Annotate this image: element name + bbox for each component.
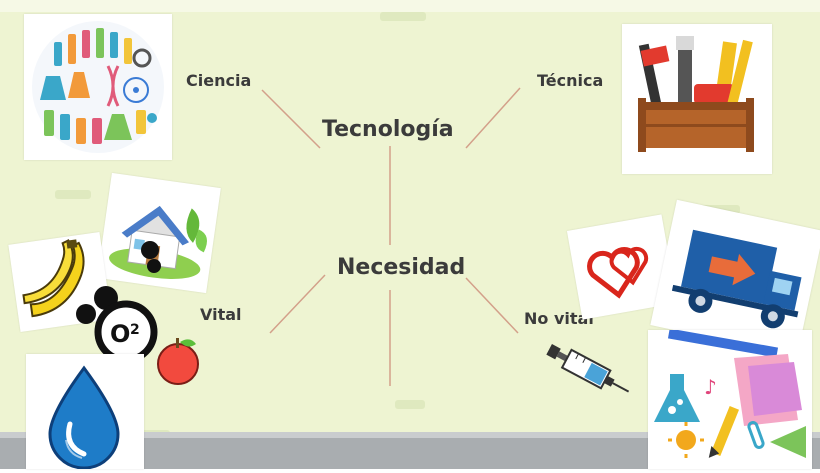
line-ciencia: [261, 89, 321, 149]
truck-icon: [671, 229, 802, 329]
branch-label-tecnica: Técnica: [537, 71, 604, 90]
science-card: [24, 14, 172, 160]
school-supplies-icon: ♪: [654, 328, 806, 458]
water-card: [26, 354, 144, 470]
svg-text:♪: ♪: [704, 375, 717, 399]
brick: [395, 400, 425, 409]
branch-label-vital: Vital: [200, 305, 242, 324]
center-title-necesidad: Necesidad: [337, 255, 466, 280]
top-stripe: [0, 0, 820, 12]
brick: [55, 190, 91, 199]
branch-label-no-vital: No vital: [524, 309, 594, 328]
science-collage-icon: [32, 21, 164, 153]
syringe-icon: [546, 344, 630, 393]
floor-edge: [0, 432, 820, 438]
school-card: ♪: [648, 328, 812, 469]
branch-label-ciencia: Ciencia: [186, 71, 252, 90]
line-tecnica: [465, 87, 521, 149]
banana-card: [8, 232, 112, 332]
banana-icon: [22, 239, 85, 318]
truck-card: [650, 199, 820, 357]
apple-icon: [157, 338, 199, 385]
water-drop-icon: [48, 365, 120, 470]
line-novital: [465, 277, 519, 334]
line-vital: [269, 274, 326, 334]
svg-text:2: 2: [130, 322, 140, 338]
hearts-icon: [587, 246, 649, 299]
center-title-tecnologia: Tecnología: [322, 117, 454, 142]
hearts-card: [566, 214, 678, 320]
tools-card: [622, 24, 772, 174]
toolbox-icon: [638, 36, 754, 152]
brick: [380, 12, 426, 21]
svg-text:O: O: [110, 320, 130, 348]
